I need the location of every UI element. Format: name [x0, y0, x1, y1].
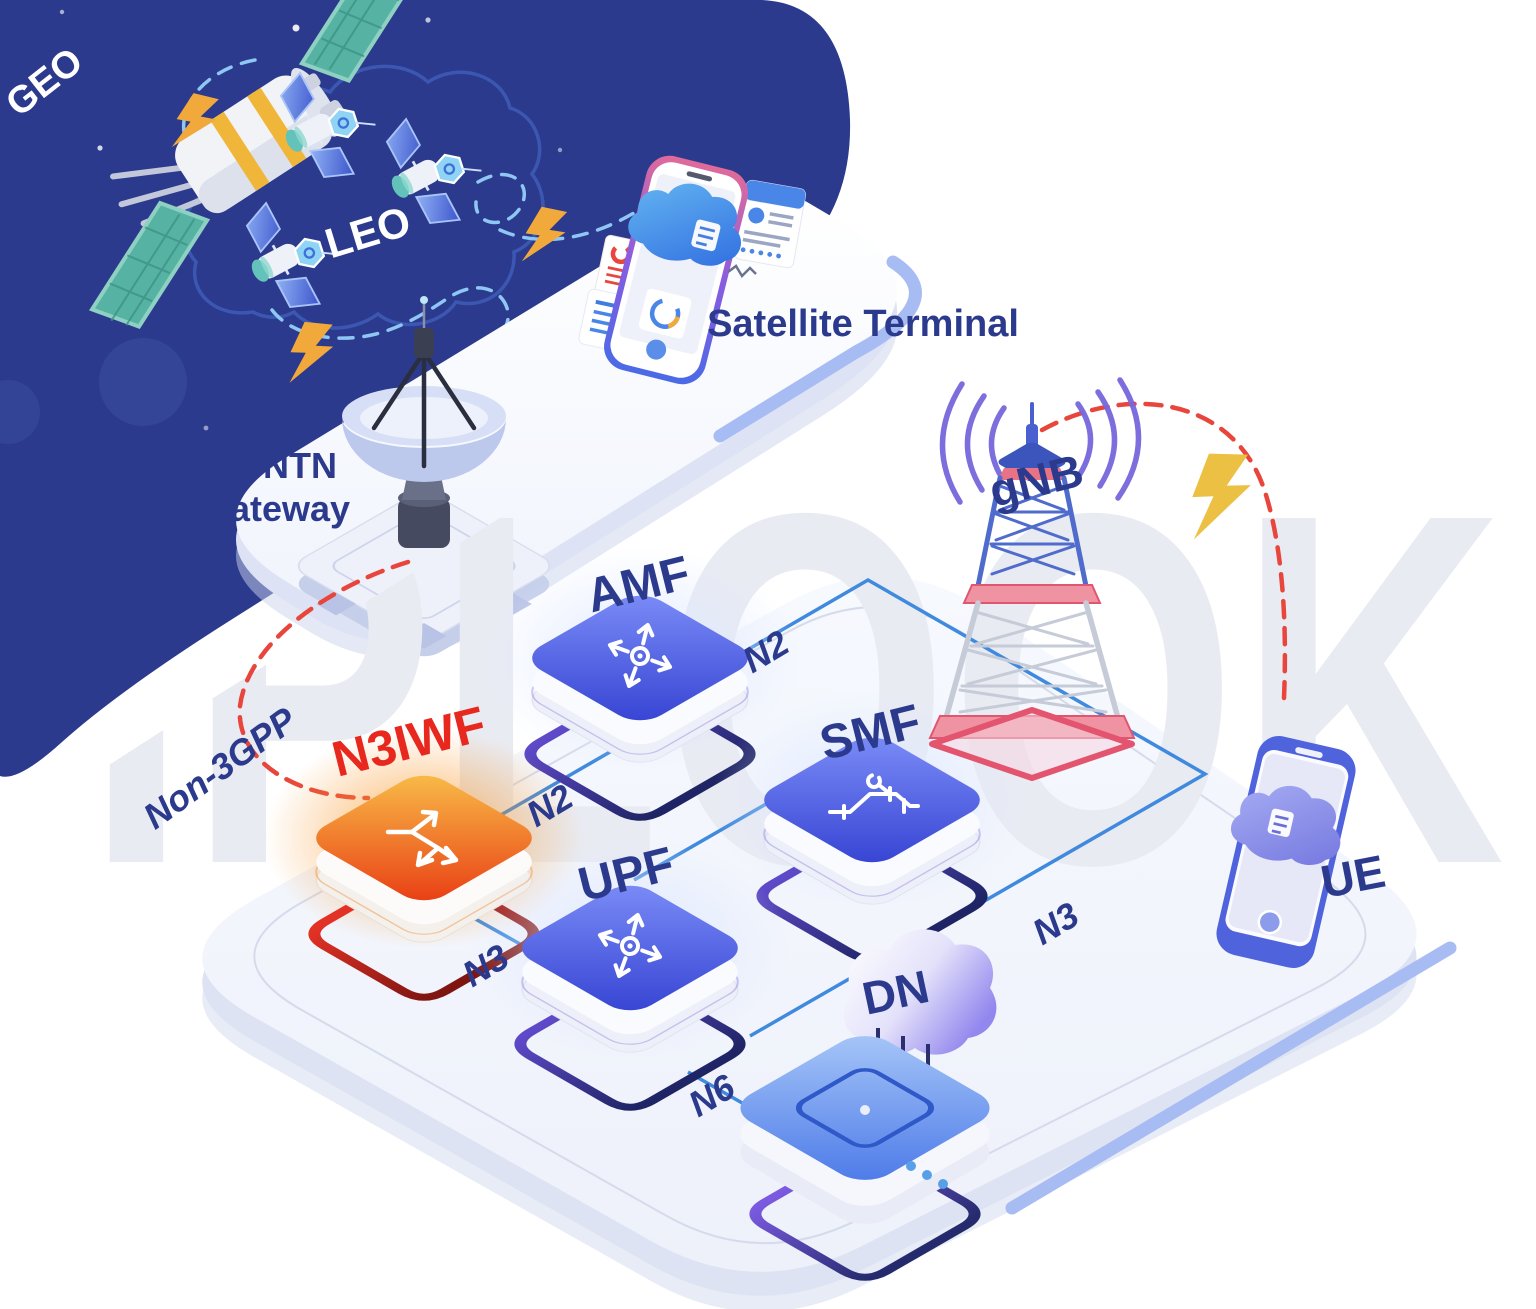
label-satellite-terminal: Satellite Terminal: [707, 303, 1019, 345]
server-led: [938, 1179, 948, 1189]
geo-satellite: [89, 0, 421, 329]
sky-decor-circle: [0, 380, 40, 444]
dn-server: [726, 1028, 1004, 1283]
ue-home-button: [1257, 909, 1283, 935]
gnb-lower-braces: [958, 610, 1108, 714]
server-led: [922, 1170, 932, 1180]
gnb-tower: [928, 377, 1142, 781]
dish-tripod-leg: [371, 349, 427, 431]
cloud-storage-icon: [628, 183, 742, 266]
label-ue: UE: [1317, 845, 1390, 908]
gnb-signal-waves-icon: [939, 377, 1142, 505]
gnb-lower-lattice: [943, 600, 1121, 721]
gnb-upper-lattice: [975, 475, 1089, 589]
label-ntn-line2: Gateway: [202, 488, 350, 529]
ue-cloud-icon: [1231, 785, 1341, 865]
floor-accent-stripe: [1005, 941, 1457, 1215]
label-ntn-line1: NTN: [263, 445, 337, 486]
signal-squiggle-icon: [727, 264, 757, 279]
ntn-gateway: [297, 296, 551, 657]
floor-inner-outline: [253, 606, 1367, 1245]
gnb-base-platform: [929, 707, 1135, 781]
gnb-ue-dashed-curve: [1039, 401, 1288, 701]
server-led: [906, 1161, 916, 1171]
dish-feedhorn: [414, 328, 434, 358]
dn-cloud: [843, 929, 997, 1055]
gnb-upper-braces: [989, 484, 1076, 576]
phone-home-button: [646, 339, 667, 360]
non3gpp-dashed-curve: [237, 559, 411, 801]
ue-phone: [1216, 736, 1356, 968]
sat-link-dash-cloud-terminal: [474, 172, 644, 242]
dn-group: [726, 929, 1004, 1283]
dish-tripod-leg: [421, 349, 477, 431]
terminal-phone: [604, 155, 748, 385]
sky-decor-circle: [99, 338, 187, 426]
satellite-terminal: [578, 155, 807, 385]
terminal-card-browser: [733, 179, 807, 269]
platform-accent-stripe: [713, 255, 922, 443]
